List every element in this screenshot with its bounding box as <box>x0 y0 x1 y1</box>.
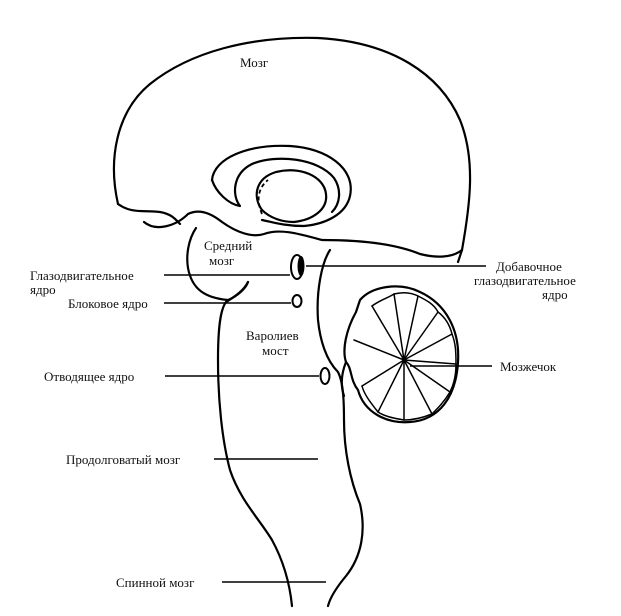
brainstem-left-edge <box>216 280 294 608</box>
trochlear-nucleus <box>291 294 303 308</box>
midbrain-label-2: мозг <box>209 253 234 268</box>
cerebellum-shape <box>340 285 460 424</box>
corpus-callosum-outer <box>210 144 352 228</box>
trochlear-label: Блоковое ядро <box>68 296 148 311</box>
accessory-oculomotor-nucleus <box>297 256 305 276</box>
cerebrum-lower-edge <box>116 202 182 226</box>
spinal-cord-label: Спинной мозг <box>116 575 194 590</box>
cerebellum-label: Мозжечок <box>500 359 557 374</box>
oculomotor-label-1: Глазодвигательное <box>30 268 134 283</box>
cerebrum-basal-contour <box>142 210 464 258</box>
midbrain-label-1: Средний <box>204 238 252 253</box>
accessory-label-3: ядро <box>542 287 568 302</box>
thalamus-outline <box>255 169 328 224</box>
brain-label: Мозг <box>240 55 268 70</box>
abducens-nucleus <box>319 367 331 385</box>
brainstem-right-edge <box>316 248 364 608</box>
corpus-callosum-inner <box>210 157 341 214</box>
accessory-label-2: глазодвигательное <box>474 273 576 288</box>
cerebrum-outline <box>112 36 472 264</box>
oculomotor-label-2: ядро <box>30 282 56 297</box>
thalamus-dashed-arc <box>257 179 269 215</box>
abducens-label: Отводящее ядро <box>44 369 134 384</box>
pons-label-1: Варолиев <box>246 328 299 343</box>
pons-label-2: мост <box>262 343 289 358</box>
medulla-label: Продолговатый мозг <box>66 452 180 467</box>
accessory-label-1: Добавочное <box>496 259 562 274</box>
